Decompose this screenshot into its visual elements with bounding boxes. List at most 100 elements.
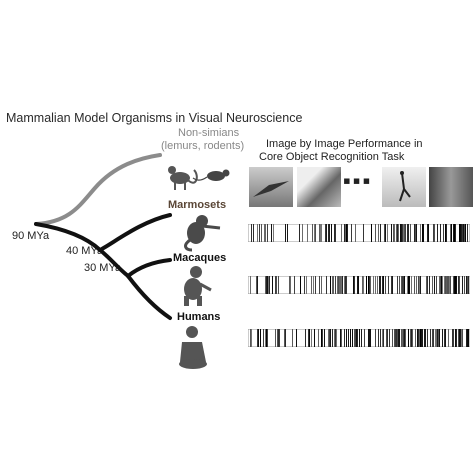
barcode-stripe <box>261 224 262 242</box>
barcode-stripe <box>441 276 442 294</box>
barcode-stripe <box>442 276 443 294</box>
barcode-stripe <box>258 329 259 347</box>
barcode-stripe <box>433 329 434 347</box>
barcode-stripe <box>269 276 270 294</box>
barcode-stripe <box>368 276 369 294</box>
barcode-stripe <box>369 276 370 294</box>
barcode-stripe <box>320 224 321 242</box>
barcode-stripe <box>346 224 347 242</box>
barcode-stripe <box>450 224 451 242</box>
barcode-stripe <box>290 276 291 294</box>
barcode-stripe <box>373 276 374 294</box>
barcode-stripe <box>326 224 327 242</box>
barcode-stripe <box>256 276 257 294</box>
barcode-stripe <box>416 224 417 242</box>
barcode-stripe <box>398 329 399 347</box>
barcode-stripe <box>334 329 335 347</box>
barcode-stripe <box>346 329 347 347</box>
barcode-stripe <box>371 224 372 242</box>
barcode-stripe <box>455 276 456 294</box>
barcode-stripe <box>467 224 468 242</box>
barcode-stripe <box>251 224 252 242</box>
barcode-stripe <box>338 276 339 294</box>
barcode-stripe <box>452 329 453 347</box>
barcode-stripe <box>412 329 413 347</box>
barcode-stripe <box>250 329 251 347</box>
marmoset-icon <box>184 215 221 252</box>
human-icon <box>179 326 207 369</box>
barcode-stripe <box>427 329 428 347</box>
barcode-stripe <box>414 276 415 294</box>
barcode-stripe <box>395 329 396 347</box>
barcode-stripe <box>344 224 345 242</box>
barcode-stripe <box>436 329 437 347</box>
barcode-stripe <box>393 224 394 242</box>
barcode-stripe <box>468 329 469 347</box>
barcode-stripe <box>321 224 322 242</box>
barcode-stripe <box>337 276 338 294</box>
barcode-stripe <box>400 224 401 242</box>
barcode-stripe <box>324 329 325 347</box>
barcode-stripe <box>370 276 371 294</box>
barcode-stripe <box>419 329 420 347</box>
barcode-stripe <box>382 329 383 347</box>
barcode-stripe <box>402 329 403 347</box>
barcode-stripe <box>434 276 435 294</box>
barcode-stripe <box>341 276 342 294</box>
barcode-stripe <box>411 329 412 347</box>
barcode-stripe <box>251 329 252 347</box>
barcode-stripe <box>408 329 409 347</box>
barcode-stripe <box>415 329 416 347</box>
barcode-stripe <box>351 224 352 242</box>
barcode-stripe <box>278 276 279 294</box>
barcode-stripe <box>375 276 376 294</box>
barcode-stripe <box>427 224 428 242</box>
barcode-stripe <box>276 276 277 294</box>
marmosets-label: Marmosets <box>168 199 227 211</box>
barcode-stripe <box>378 329 379 347</box>
stimulus-thumbnail-2 <box>297 167 341 207</box>
barcode-stripe <box>344 329 345 347</box>
barcode-stripe <box>304 276 305 294</box>
barcode-stripe <box>328 224 329 242</box>
barcode-stripe <box>328 329 329 347</box>
node-age-40-label: 40 MYa <box>66 245 104 257</box>
barcode-stripe <box>459 224 460 242</box>
barcode-stripe <box>459 329 460 347</box>
barcode-stripe <box>264 224 265 242</box>
barcode-stripe <box>394 224 395 242</box>
barcode-stripe <box>444 329 445 347</box>
barcode-stripe <box>426 276 427 294</box>
barcode-stripe <box>285 329 286 347</box>
barcode-stripe <box>460 224 461 242</box>
barcode-stripe <box>410 329 411 347</box>
barcode-stripe <box>344 276 345 294</box>
barcode-stripe <box>308 329 309 347</box>
barcode-stripe <box>330 329 331 347</box>
barcode-stripe <box>448 329 449 347</box>
barcode-stripe <box>305 329 306 347</box>
barcode-stripe <box>352 329 353 347</box>
barcode-stripe <box>415 224 416 242</box>
barcode-stripe <box>321 276 322 294</box>
barcode-stripe <box>350 329 351 347</box>
barcode-stripe <box>385 224 386 242</box>
barcode-stripe <box>275 329 276 347</box>
barcode-stripe <box>273 224 274 242</box>
barcode-stripe <box>253 224 254 242</box>
barcode-stripe <box>428 224 429 242</box>
barcode-stripe <box>330 276 331 294</box>
barcode-stripe <box>311 329 312 347</box>
barcode-stripe <box>289 276 290 294</box>
barcode-stripe <box>468 276 469 294</box>
barcode-stripe <box>446 276 447 294</box>
barcode-stripe <box>315 224 316 242</box>
barcode-stripe <box>387 329 388 347</box>
barcode-stripe <box>382 276 383 294</box>
barcode-stripe <box>380 276 381 294</box>
barcode-stripe <box>361 329 362 347</box>
barcode-stripe <box>467 276 468 294</box>
barcode-stripe <box>347 224 348 242</box>
barcode-stripe <box>265 224 266 242</box>
barcode-stripe <box>277 329 278 347</box>
